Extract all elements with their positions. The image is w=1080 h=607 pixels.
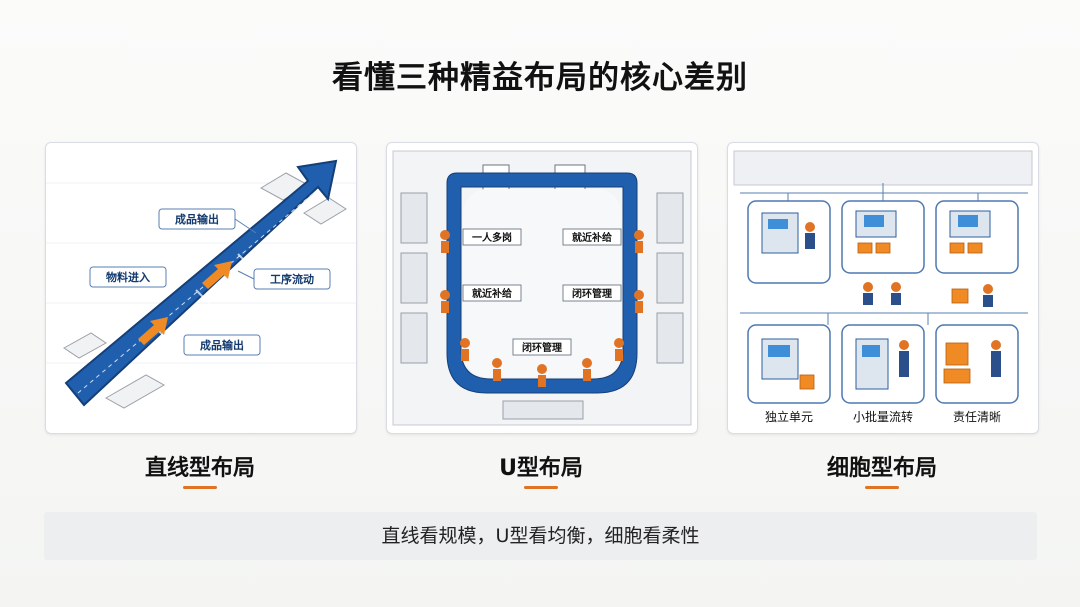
u-layout-panel: 一人多岗 就近补给 就近补给 闭环管理 闭环管理	[386, 142, 698, 434]
u-layout-caption: U型布局	[499, 456, 583, 481]
summary-banner: 直线看规模，U型看均衡，细胞看柔性	[44, 512, 1037, 560]
svg-text:一人多岗: 一人多岗	[472, 231, 512, 244]
storage-rack	[502, 400, 584, 420]
label-output-bottom: 成品输出	[183, 334, 261, 356]
cell-caption-independent: 独立单元	[765, 409, 813, 424]
svg-text:闭环管理: 闭环管理	[572, 287, 612, 300]
screen-icon	[768, 215, 978, 357]
label-closed-right: 闭环管理	[562, 284, 622, 302]
caption-underline	[865, 486, 899, 489]
label-supply-right: 就近补给	[562, 228, 622, 246]
svg-text:闭环管理: 闭环管理	[522, 341, 562, 354]
straight-layout-caption: 直线型布局	[144, 456, 255, 481]
cell-layout-illustration: 独立单元 小批量流转 责任清晰	[733, 150, 1033, 424]
box-icon	[799, 242, 983, 390]
worker-icon	[440, 230, 644, 387]
straight-layout-panel: 成品输出 物料进入 工序流动 成品输出	[45, 142, 357, 434]
cell-layout-caption: 细胞型布局	[826, 456, 937, 481]
cell-layout-panel: 独立单元 小批量流转 责任清晰	[727, 142, 1039, 434]
label-multi-post: 一人多岗	[462, 228, 522, 246]
caption-underline	[183, 486, 217, 489]
svg-text:物料进入: 物料进入	[106, 270, 150, 284]
svg-text:就近补给: 就近补给	[572, 231, 612, 244]
side-machines	[400, 192, 684, 364]
cell-caption-small-batch: 小批量流转	[853, 409, 913, 424]
svg-text:成品输出: 成品输出	[175, 212, 219, 226]
page-title: 看懂三种精益布局的核心差别	[332, 60, 748, 96]
svg-text:工序流动: 工序流动	[270, 272, 314, 286]
equipment-blocks	[63, 172, 347, 409]
flow-conveyor	[64, 159, 338, 407]
straight-layout-illustration: 成品输出 物料进入 工序流动 成品输出	[46, 159, 356, 409]
label-closed-bottom: 闭环管理	[512, 338, 572, 356]
worker-icon	[805, 222, 1001, 377]
flow-arrow-icon	[202, 261, 232, 289]
cell-caption-clear-resp: 责任清晰	[953, 410, 1001, 424]
label-supply-left: 就近补给	[462, 284, 522, 302]
caption-underline	[524, 486, 558, 489]
label-input: 物料进入	[89, 266, 167, 288]
flow-arrow-icon	[138, 317, 168, 345]
label-output-top: 成品输出	[158, 208, 236, 230]
svg-text:成品输出: 成品输出	[200, 338, 244, 352]
flow-lines	[740, 183, 1028, 325]
label-flow: 工序流动	[253, 268, 331, 290]
svg-text:就近补给: 就近补给	[472, 287, 512, 300]
u-layout-illustration: 一人多岗 就近补给 就近补给 闭环管理 闭环管理	[392, 150, 692, 426]
